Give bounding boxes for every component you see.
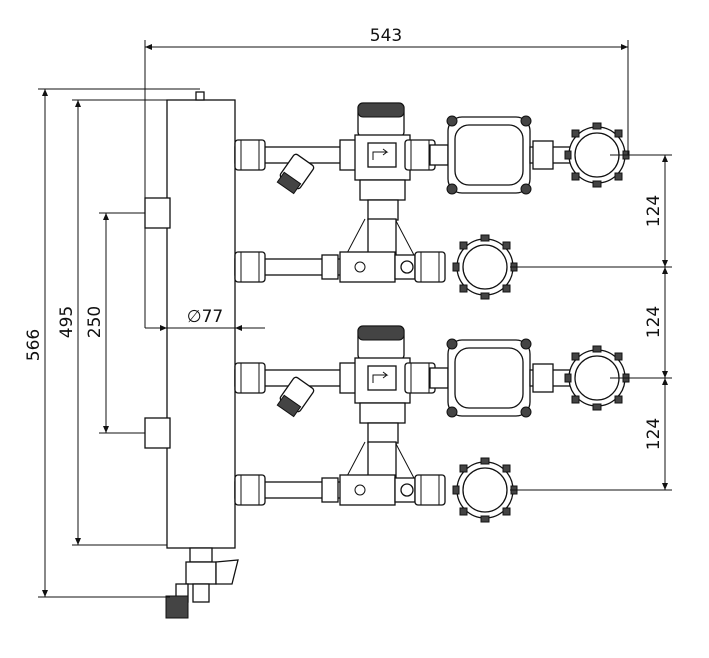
dim-row-spacing-2: 124 [644,306,664,338]
dim-connection-spacing: 250 [85,306,105,338]
dim-overall-width: 543 [370,26,402,46]
dimension-lines [38,40,672,598]
supply-circuit-2 [235,326,629,443]
dim-row-spacing-1: 124 [644,195,664,227]
dim-tank-height: 495 [57,306,77,338]
drain-valve [165,547,239,619]
dim-row-spacing-3: 124 [644,418,664,450]
return-circuit-2 [235,442,517,522]
hydraulic-separator-tank [144,91,236,549]
return-circuit-1 [235,219,517,299]
dim-overall-height: 566 [24,329,44,361]
dim-tank-diameter: ∅77 [187,307,223,327]
supply-circuit-1 [235,103,629,220]
